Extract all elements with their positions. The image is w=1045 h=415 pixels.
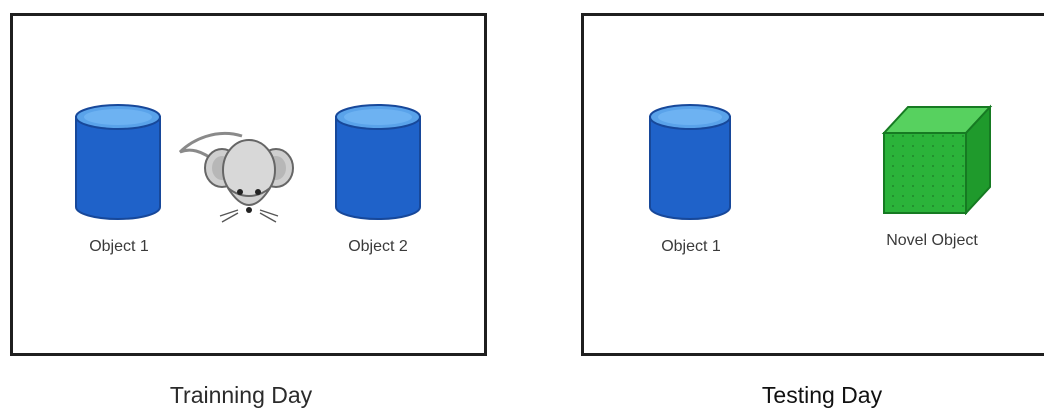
- novel-object-label: Novel Object: [886, 232, 978, 249]
- mouse-icon: [176, 118, 296, 230]
- cylinder-icon: [648, 103, 732, 223]
- object-1-label: Object 1: [89, 238, 149, 255]
- cylinder-icon: [334, 103, 422, 223]
- testing-day-caption: Testing Day: [761, 382, 883, 408]
- object-2-label: Object 2: [348, 238, 408, 255]
- cylinder-icon: [74, 103, 162, 223]
- cube-icon: [880, 103, 994, 215]
- training-day-caption: Trainning Day: [169, 382, 313, 408]
- testing-object-1-label: Object 1: [661, 238, 721, 255]
